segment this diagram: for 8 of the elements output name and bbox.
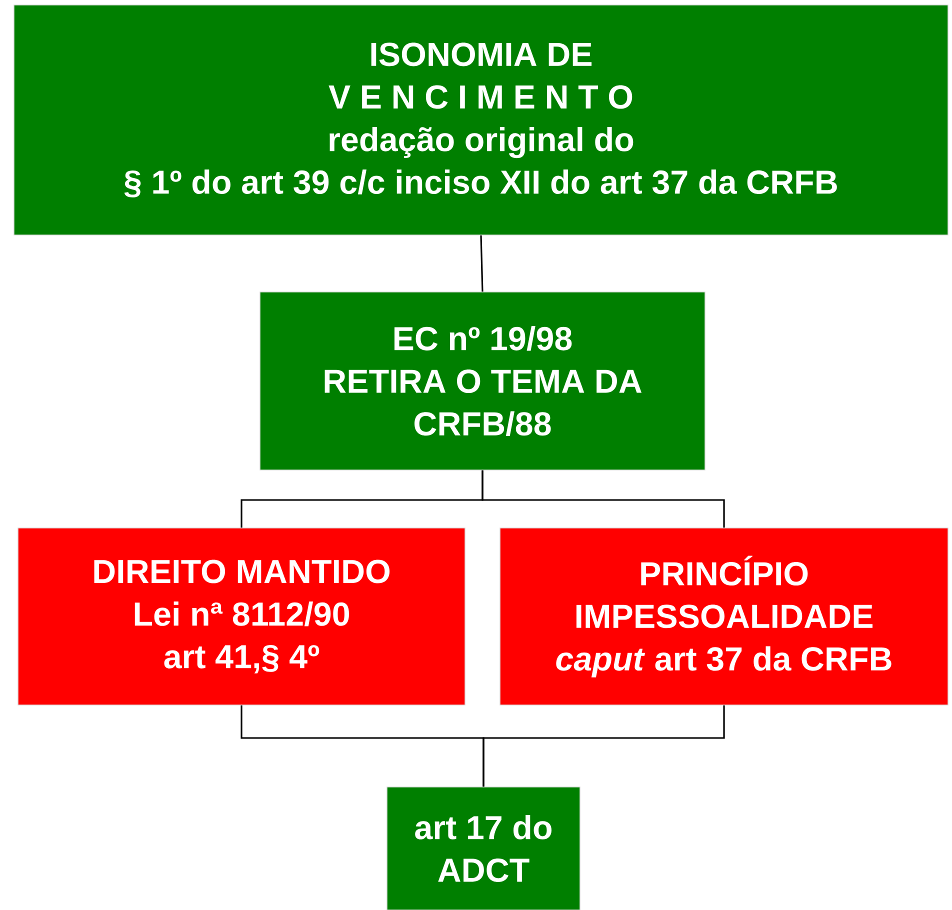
process-box: art 17 do ADCT: [386, 786, 580, 910]
connector-line: [480, 235, 484, 292]
process-box: DIREITO MANTIDO Lei nª 8112/90 art 41,§ 4º: [18, 528, 466, 706]
connector-line: [482, 470, 725, 528]
connector-line: [482, 705, 725, 787]
heading-box: ISONOMIA DE V E N C I M E N T O redação original do § 1º do art 39 c/c inciso XII do art 37 da CRFB: [14, 4, 948, 236]
process-box: PRINCÍPIO IMPESSOALIDADE caput art 37 da CRFB: [500, 528, 948, 706]
process-box: EC nº 19/98 RETIRA O TEMA DA CRFB/88: [260, 292, 706, 470]
